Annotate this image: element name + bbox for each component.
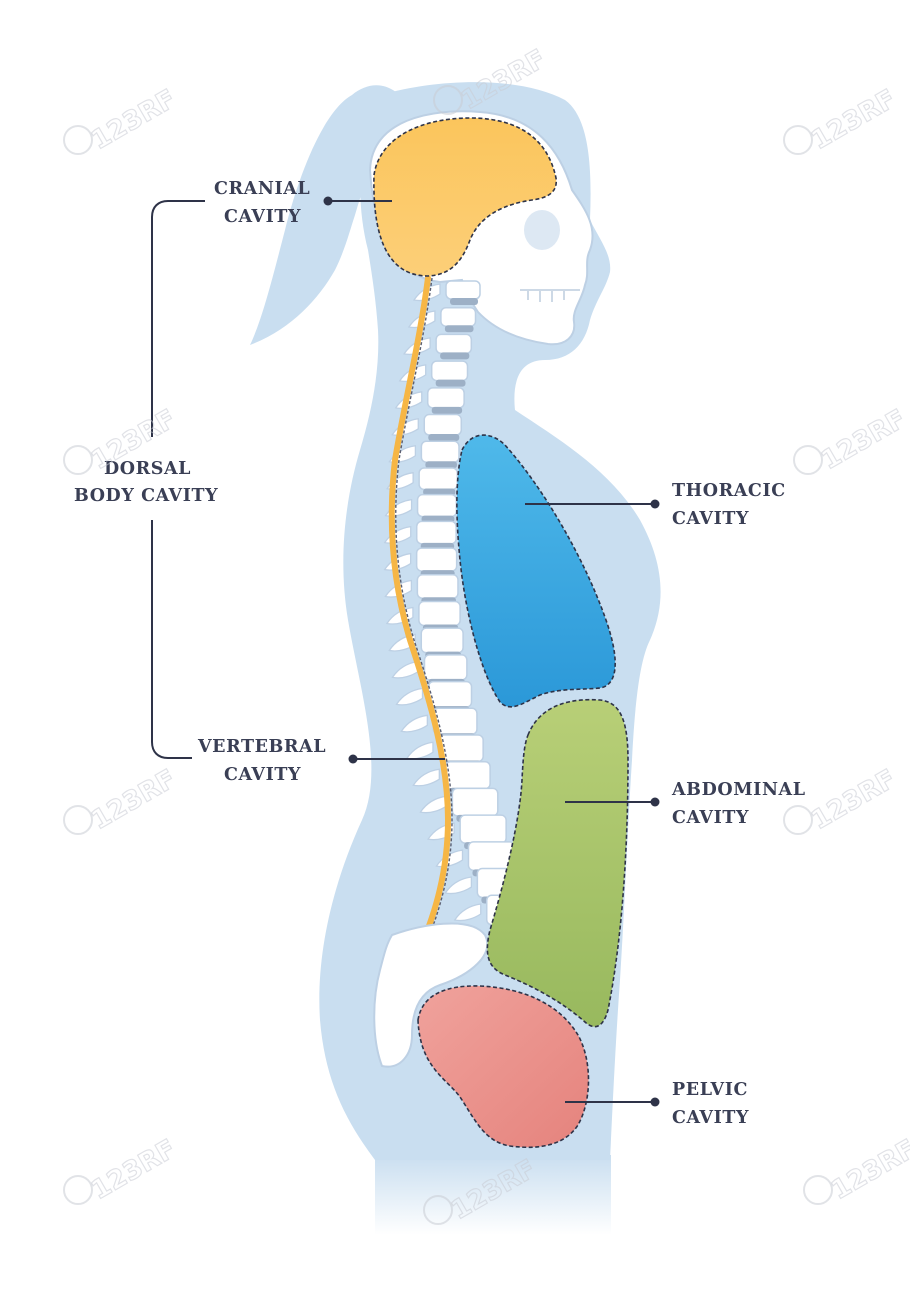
vertebra (416, 574, 459, 600)
vertebral-line-1: VERTEBRAL (197, 737, 326, 757)
vertebra (418, 467, 459, 491)
label-abdominal: ABDOMINAL CAVITY (565, 780, 806, 828)
pelvic-line-2: CAVITY (672, 1108, 749, 1128)
label-thoracic: THORACIC CAVITY (525, 481, 786, 529)
label-pelvic: PELVIC CAVITY (565, 1080, 749, 1128)
pelvic-cavity (417, 985, 590, 1149)
jaw-teeth (520, 289, 580, 302)
spinal-cord-outline (395, 277, 453, 971)
intervertebral-disc (425, 461, 457, 469)
watermark-text: 123RF (87, 84, 182, 156)
intervertebral-disc (435, 379, 466, 387)
vertebra (420, 627, 464, 654)
vertebra (427, 680, 473, 708)
vertebra (415, 547, 458, 572)
watermark-text: 123RF (827, 1134, 910, 1206)
abdominal-line-2: CAVITY (672, 808, 749, 828)
intervertebral-disc (428, 434, 460, 442)
vertebra (423, 413, 463, 436)
watermark-text: 123RF (817, 404, 910, 476)
intervertebral-disc (423, 488, 456, 496)
vertebra (418, 600, 461, 627)
thoracic-dot (650, 499, 660, 509)
spinous-process (395, 687, 424, 706)
watermark-camera-icon (433, 85, 463, 115)
watermark-text: 123RF (87, 764, 182, 836)
vertebra (430, 360, 469, 382)
watermark-camera-icon (63, 805, 93, 835)
vertebra (459, 814, 507, 844)
spinous-process (419, 795, 448, 814)
watermark-camera-icon (783, 125, 813, 155)
cranial-dot (323, 196, 333, 206)
dorsal-bracket: DORSAL BODY CAVITY (74, 200, 218, 759)
vertebra (423, 654, 468, 681)
watermark-camera-icon (793, 445, 823, 475)
eye-socket (524, 210, 560, 250)
abdominal-line-1: ABDOMINAL (671, 780, 806, 800)
watermark-text: 123RF (87, 1134, 182, 1206)
thoracic-cavity (456, 434, 616, 708)
spinous-process (412, 768, 440, 787)
watermark-camera-icon (783, 805, 813, 835)
vertebra (415, 520, 457, 545)
sacrum (373, 922, 489, 1068)
dorsal-line-1: DORSAL (104, 459, 191, 479)
spinous-process (444, 876, 473, 895)
vertebra (420, 440, 460, 463)
watermark-camera-icon (63, 125, 93, 155)
pelvic-dot (650, 1097, 660, 1107)
cranial-line-1: CRANIAL (214, 179, 310, 199)
abdominal-dot (650, 797, 660, 807)
vertebra (440, 306, 477, 327)
spinous-process (453, 903, 482, 922)
vertebral-line-2: CAVITY (224, 765, 301, 785)
label-cranial: CRANIAL CAVITY (214, 179, 392, 227)
vertebra (416, 493, 458, 518)
spinous-process (400, 714, 428, 733)
dorsal-bracket-bottom (151, 520, 192, 759)
vertebra (445, 280, 481, 300)
watermark-text: 123RF (807, 84, 902, 156)
vertebra (435, 333, 473, 355)
watermark-camera-icon (803, 1175, 833, 1205)
vertebral-dot (348, 754, 358, 764)
dorsal-line-2: BODY CAVITY (74, 486, 218, 506)
intervertebral-disc (444, 325, 474, 333)
vertebra (451, 787, 499, 817)
vertebra (432, 707, 478, 736)
watermark-camera-icon (423, 1195, 453, 1225)
thoracic-line-2: CAVITY (672, 509, 749, 529)
cranial-cavity (373, 117, 557, 277)
intervertebral-disc (440, 352, 470, 360)
thoracic-line-1: THORACIC (672, 481, 786, 501)
vertebra (426, 387, 465, 409)
vertebra (438, 734, 484, 763)
pelvic-line-1: PELVIC (672, 1080, 748, 1100)
cranial-line-2: CAVITY (224, 207, 301, 227)
intervertebral-disc (431, 406, 463, 414)
label-vertebral: VERTEBRAL CAVITY (197, 737, 445, 785)
intervertebral-disc (450, 298, 478, 305)
legs-fade (375, 1155, 611, 1235)
watermark-text: 123RF (807, 764, 902, 836)
abdominal-cavity (486, 698, 629, 1028)
spinous-process (391, 660, 420, 679)
watermark-camera-icon (63, 445, 93, 475)
dorsal-bracket-top (151, 200, 205, 437)
vertebra (444, 760, 491, 790)
watermark-camera-icon (63, 1175, 93, 1205)
